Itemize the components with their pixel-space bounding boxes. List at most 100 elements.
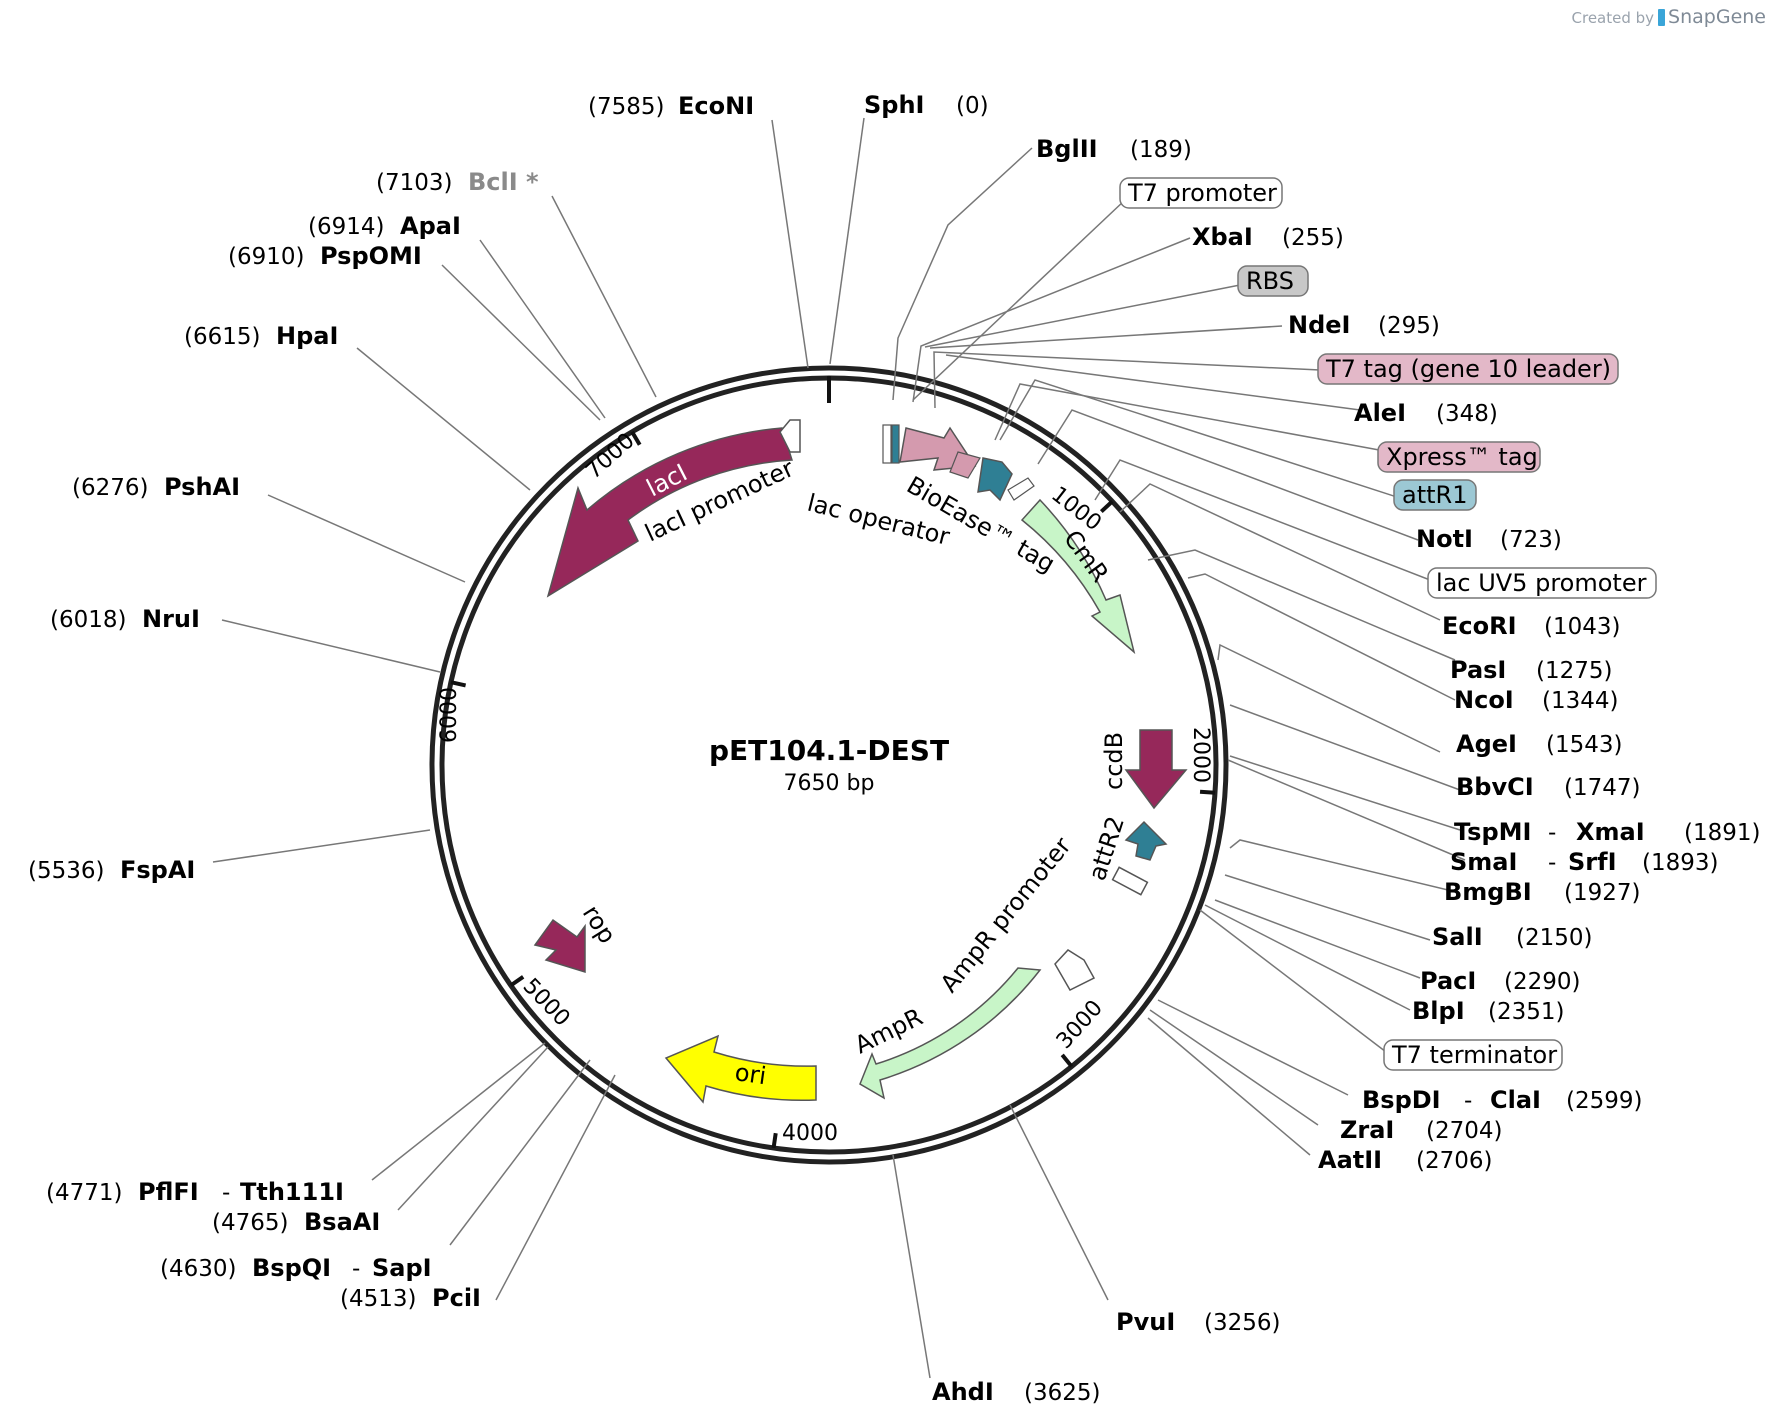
ampr-promoter-arrow: [1054, 949, 1096, 991]
site-name2-tspmi: XmaI: [1576, 818, 1645, 846]
site-name-sali: SalI: [1432, 923, 1483, 951]
site-name-ecori: EcoRI: [1442, 612, 1517, 640]
site-name-apai: ApaI: [400, 212, 461, 240]
site-labels: (7585) EcoNI SphI (0) BglII (189) XbaI (…: [28, 91, 1760, 1406]
tick-label-6000: 6000: [437, 687, 462, 743]
site-pos-nrui: (6018): [50, 607, 126, 633]
site-pos-sali: (2150): [1516, 925, 1592, 951]
ampr-arrow: [859, 967, 1042, 1100]
tick-label-3000: 3000: [1052, 996, 1108, 1054]
site-name-ndei: NdeI: [1288, 311, 1350, 339]
site-sep-bspqi: -: [352, 1256, 360, 1282]
site-name-blpi: BlpI: [1412, 997, 1465, 1025]
site-name-bcli: BclI *: [468, 168, 539, 196]
snapgene-credit: Created by SnapGene: [1572, 6, 1766, 28]
site-pos-pcii: (4513): [340, 1286, 416, 1312]
tick-label-2000: 2000: [1188, 727, 1213, 783]
site-pos-bcli: (7103): [376, 170, 452, 196]
boxed-features: T7 promoter RBS T7 tag (gene 10 leader) …: [1119, 177, 1657, 1071]
site-sep-pflfi: -: [222, 1180, 230, 1206]
rbs-text: RBS: [1246, 267, 1294, 295]
site-sep-smai: -: [1548, 850, 1556, 876]
site-name-fspai: FspAI: [120, 856, 195, 884]
xpress-tag: Xpress™ tag: [1377, 441, 1541, 473]
site-name-ahdi: AhdI: [932, 1378, 994, 1406]
tick-mark-7000: [630, 430, 642, 446]
rbs-tag: RBS: [1237, 265, 1309, 297]
laci-arrow: [546, 427, 794, 598]
attr1-tag: attR1: [1393, 479, 1477, 511]
site-name-pasi: PasI: [1450, 656, 1506, 684]
site-pos-pspomi: (6910): [228, 244, 304, 270]
site-name2-pflfi: Tth111I: [240, 1178, 344, 1206]
site-pos-blpi: (2351): [1488, 999, 1564, 1025]
t7-promoter-box: [891, 424, 900, 464]
features: [533, 419, 1188, 1104]
site-pos-bmgbi: (1927): [1564, 880, 1640, 906]
snapgene-brand: SnapGene: [1668, 6, 1766, 28]
ccdb-arrow: [1124, 729, 1188, 810]
site-name-hpai: HpaI: [276, 322, 338, 350]
tick-mark-3000: [1060, 1053, 1074, 1068]
site-name-aatii: AatII: [1318, 1146, 1382, 1174]
site-pos-apai: (6914): [308, 214, 384, 240]
site-pos-pasi: (1275): [1536, 658, 1612, 684]
ampr-promoter-label: AmpR promoter: [935, 832, 1077, 998]
lacuv5-box: [1007, 477, 1035, 501]
site-name-pshai: PshAI: [164, 473, 240, 501]
site-sep-tspmi: -: [1548, 820, 1556, 846]
site-name-econi: EcoNI: [678, 92, 754, 120]
attr1-text: attR1: [1402, 481, 1467, 509]
site-pos-xbai: (255): [1282, 225, 1344, 251]
site-name-bspdi: BspDI: [1362, 1086, 1441, 1114]
site-pos-ahdi: (3625): [1024, 1380, 1100, 1406]
plasmid-name: pET104.1-DEST: [709, 734, 949, 767]
site-name-xbai: XbaI: [1192, 223, 1253, 251]
site-name-sphi: SphI: [864, 91, 924, 119]
site-pos-bspdi: (2599): [1566, 1088, 1642, 1114]
tick-mark-4000: [771, 1132, 778, 1149]
site-name-bspqi: BspQI: [252, 1254, 331, 1282]
xpress-text: Xpress™ tag: [1386, 443, 1538, 471]
lac-uv5-text: lac UV5 promoter: [1436, 569, 1647, 597]
site-sep-bspdi: -: [1464, 1088, 1472, 1114]
tick-mark-6000: [450, 680, 467, 688]
site-name-smai: SmaI: [1450, 848, 1517, 876]
site-name2-bspqi: SapI: [372, 1254, 432, 1282]
site-name-pcii: PciI: [432, 1284, 481, 1312]
leader-lines: [212, 117, 1466, 1379]
site-name-bglii: BglII: [1036, 135, 1098, 163]
created-by-text: Created by: [1571, 9, 1655, 27]
site-pos-fspai: (5536): [28, 858, 104, 884]
site-name-ncoi: NcoI: [1454, 686, 1514, 714]
site-name-noti: NotI: [1416, 525, 1473, 553]
site-pos-pshai: (6276): [72, 475, 148, 501]
attr2-arrow: [1124, 820, 1168, 861]
t7-promoter-text: T7 promoter: [1127, 179, 1277, 207]
site-pos-ncoi: (1344): [1542, 688, 1618, 714]
site-name2-bspdi: ClaI: [1490, 1086, 1541, 1114]
site-name-alei: AleI: [1354, 399, 1406, 427]
tick-marks: [450, 376, 1216, 1149]
tick-mark-2000: [1199, 789, 1216, 795]
site-pos-bbvci: (1747): [1564, 775, 1640, 801]
site-pos-agei: (1543): [1546, 732, 1622, 758]
snapgene-logo-icon: [1658, 9, 1666, 26]
site-pos-pvui: (3256): [1204, 1310, 1280, 1336]
tick-mark-5000: [509, 975, 525, 987]
site-pos-aatii: (2706): [1416, 1148, 1492, 1174]
rop-arrow: [533, 918, 586, 974]
site-name-zrai: ZraI: [1340, 1116, 1394, 1144]
site-pos-ndei: (295): [1378, 313, 1440, 339]
tick-label-7000: 7000: [581, 428, 639, 484]
site-pos-ecori: (1043): [1544, 614, 1620, 640]
tick-mark-1000: [1099, 499, 1114, 514]
site-pos-bspqi: (4630): [160, 1256, 236, 1282]
site-pos-sphi: (0): [956, 93, 989, 119]
site-pos-zrai: (2704): [1426, 1118, 1502, 1144]
site-name-pspomi: PspOMI: [320, 242, 422, 270]
tick-label-4000: 4000: [782, 1121, 838, 1146]
ori-label: ori: [733, 1058, 768, 1090]
laci-promoter-arrow: [779, 419, 801, 453]
attr1-arrow: [977, 457, 1013, 502]
